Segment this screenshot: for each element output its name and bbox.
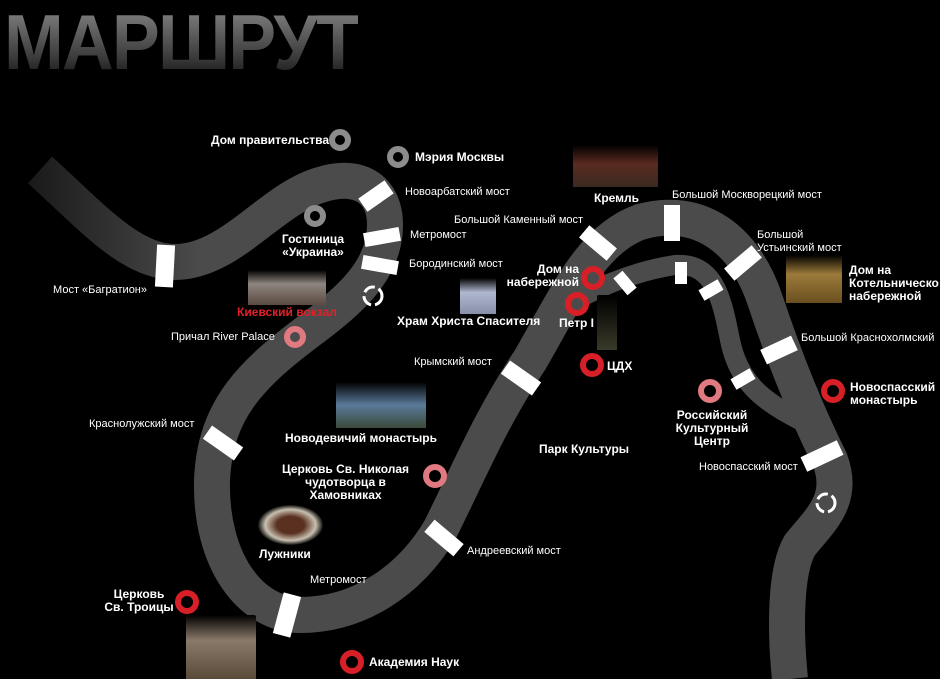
label-kotel: Дом на Котельническо набережной [849,263,939,303]
moskva-river [27,156,853,679]
stop-novospassky[interactable] [821,379,845,403]
map-title: МАРШРУТ [4,0,360,86]
stop-dom-nab[interactable] [581,266,605,290]
bridge-kamenny[interactable] [579,225,617,261]
label-meriya: Мэрия Москвы [415,150,505,164]
bridge-metromost2[interactable] [272,592,302,638]
bridge-canal-1[interactable] [613,270,637,296]
label-rkc: Российский Культурный Центр [675,408,749,448]
turnaround-icon [815,492,837,514]
turnaround-icon [362,285,384,307]
kremlin-image [573,145,658,187]
bridge-krasnoluzhsky[interactable] [202,425,244,461]
label-bridge-novospassky: Новоспасский мост [699,461,798,473]
bridge-moskvoretsky[interactable] [664,205,680,241]
stops [175,129,845,674]
kotel-image [786,255,842,303]
stop-meriya[interactable] [387,146,409,168]
label-dom-nab: Дом на набережной [506,262,579,289]
bridge-canal-2[interactable] [675,262,687,284]
label-troitsa: Церковь Св. Троицы [104,587,174,614]
label-bridge-moskvoretsky: Большой Москворецкий мост [672,189,822,201]
stop-troitsa[interactable] [175,590,199,614]
stop-cdh[interactable] [580,353,604,377]
bridge-novoarbatsky[interactable] [358,180,394,212]
hram-image [460,278,496,314]
stop-prichal[interactable] [284,326,306,348]
bridge-canal-4[interactable] [730,368,756,390]
mgu-image [186,615,256,679]
bridge-krasnokholmsky[interactable] [760,335,798,365]
bridge-andreevsky[interactable] [424,519,464,557]
label-kreml: Кремль [594,191,640,205]
label-akademiya: Академия Наук [369,655,460,669]
label-bridge-metromost1: Метромост [410,229,467,241]
stop-ukraina[interactable] [304,205,326,227]
label-nikola: Церковь Св. Николая чудотворца в Хамовни… [281,462,410,502]
label-park: Парк Культуры [539,442,630,456]
stop-nikola[interactable] [423,464,447,488]
label-bridge-ustinsky: Большой Устьинский мост [757,229,842,254]
bridge-krymsky[interactable] [500,360,542,396]
petr-monument-image [597,295,617,350]
label-luzhniki: Лужники [259,547,311,561]
turnaround-icons [362,285,837,514]
luzhniki-image [258,505,323,545]
bridge-canal-3[interactable] [698,279,724,301]
kievsky-image [248,270,326,305]
stop-akademiya[interactable] [340,650,364,674]
stop-dom-pravitelstva[interactable] [329,129,351,151]
label-bridge-borodinsky: Бородинский мост [409,258,503,270]
label-bridge-krymsky: Крымский мост [414,356,492,368]
label-bridge-metromost2: Метромост [310,574,367,586]
novodevichy-image [336,382,426,428]
label-ukraina: Гостиница «Украина» [281,232,345,259]
stop-rkc[interactable] [698,379,722,403]
label-dom-pravitelstva: Дом правительства [211,133,330,147]
bridges [154,180,844,638]
label-cdh: ЦДХ [607,359,633,373]
label-bridge-kamenny: Большой Каменный мост [454,214,584,226]
label-bridge-krasnoluzhsky: Краснолужский мост [89,418,195,430]
bridge-ustinsky[interactable] [724,245,762,281]
label-bridge-andreevsky: Андреевский мост [467,545,561,557]
label-novospassky-mon: Новоспасский монастырь [850,380,936,407]
label-kievsky: Киевский вокзал [237,305,337,319]
label-hram: Храм Христа Спасителя [397,314,541,328]
label-prichal: Причал River Palace [171,331,275,343]
label-petr: Петр I [559,316,595,330]
bridge-borodinsky[interactable] [361,254,399,276]
label-bridge-bagration: Мост «Багратион» [53,284,147,296]
label-bridge-krasnokholmsky: Большой Краснохолмский [801,332,935,344]
label-novodevichy: Новодевичий монастырь [285,431,437,445]
label-bridge-novoarbatsky: Новоарбатский мост [405,186,510,198]
bridge-novospassky[interactable] [800,440,844,472]
stop-petr[interactable] [565,292,589,316]
bridge-metromost1[interactable] [363,226,401,248]
bridge-bagration[interactable] [154,244,176,288]
